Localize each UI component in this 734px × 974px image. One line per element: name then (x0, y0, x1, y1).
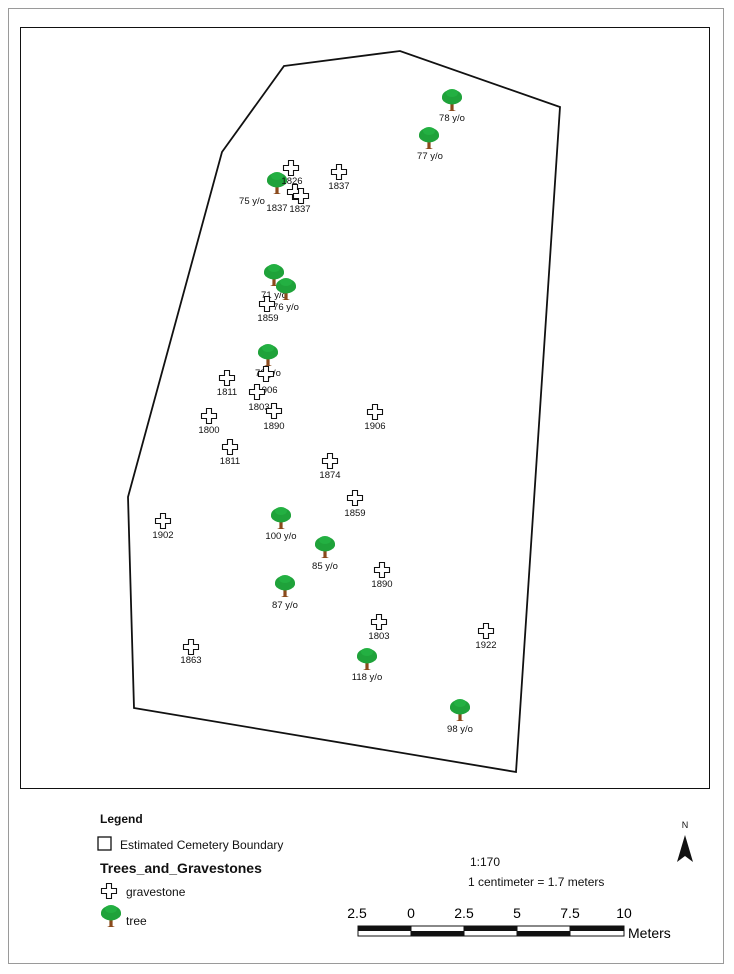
north-label: N (682, 820, 689, 830)
legend-boundary-label: Estimated Cemetery Boundary (120, 838, 284, 852)
scale-ratio: 1:170 (470, 855, 501, 869)
gravestone-legend-symbol (100, 882, 118, 900)
scale-bar (357, 925, 625, 937)
gravestone-label: 1803 (368, 631, 389, 642)
tree-label: 98 y/o (447, 724, 473, 735)
gravestone-label: 1826 (281, 176, 302, 187)
tree-label: 118 y/o (352, 672, 382, 683)
tree-symbol (271, 507, 291, 529)
gravestone-label: 1890 (263, 421, 284, 432)
tree-label: 78 y/o (439, 113, 465, 124)
tree-symbol (315, 536, 335, 558)
scale-tick-label: 5 (513, 905, 521, 921)
boundary-legend-swatch (97, 836, 112, 851)
gravestone-symbol (182, 638, 200, 656)
gravestone-symbol (366, 403, 384, 421)
gravestone-label: 1906 (364, 421, 385, 432)
gravestone-symbol (321, 452, 339, 470)
gravestone-label: 1837 (328, 181, 349, 192)
gravestone-symbol (218, 369, 236, 387)
tree-symbol (419, 127, 439, 149)
gravestone-symbol (477, 622, 495, 640)
tree-legend-symbol (101, 905, 121, 927)
page-frame (8, 8, 724, 964)
scale-unit: Meters (628, 925, 671, 941)
gravestone-symbol (154, 512, 172, 530)
tree-symbol (442, 89, 462, 111)
north-arrow-icon (677, 835, 693, 862)
gravestone-label: 1800 (198, 425, 219, 436)
tree-symbol (357, 648, 377, 670)
gravestone-label: 1874 (319, 470, 340, 481)
gravestone-label: 1811 (217, 387, 237, 398)
gravestone-label: 1902 (152, 530, 173, 541)
scale-tick-label: 10 (616, 905, 632, 921)
legend-title: Legend (100, 812, 143, 826)
scale-tick-label: 7.5 (560, 905, 580, 921)
gravestone-label: 1890 (371, 579, 392, 590)
gravestone-symbol (330, 163, 348, 181)
gravestone-label: 1811 (220, 456, 240, 467)
gravestone-symbol (346, 489, 364, 507)
tree-symbol (450, 699, 470, 721)
gravestones-layer: 1826 1837 1837 1837 1859 1811 1906 1803 … (152, 159, 497, 666)
tree-label: 85 y/o (312, 561, 338, 572)
gravestone-label: 1863 (180, 655, 201, 666)
gravestone-label: 1859 (344, 508, 365, 519)
gravestone-symbol (373, 561, 391, 579)
tree-label: 71 y/o (261, 290, 287, 301)
tree-label: 76 y/o (273, 302, 299, 313)
scale-tick-label: 2.5 (454, 905, 474, 921)
tree-symbol (258, 344, 278, 366)
legend-gravestone-label: gravestone (126, 885, 186, 899)
gravestone-symbol (370, 613, 388, 631)
scale-tick-label: 2.5 (347, 905, 367, 921)
tree-label: 75 y/o (239, 196, 265, 207)
gravestone-label: 1837 (266, 203, 287, 214)
gravestone-label: 1803 (248, 402, 269, 413)
gravestone-symbol (200, 407, 218, 425)
tree-label: 100 y/o (265, 531, 296, 542)
gravestone-symbol (221, 438, 239, 456)
gravestone-label: 1837 (289, 204, 310, 215)
legend-layer-title: Trees_and_Gravestones (100, 860, 262, 876)
gravestone-label: 1859 (257, 313, 278, 324)
gravestone-symbol (282, 159, 300, 177)
tree-symbol (275, 575, 295, 597)
cemetery-boundary (127, 50, 561, 774)
gravestone-label: 1906 (256, 385, 277, 396)
map-frame (20, 27, 710, 789)
legend-tree-label: tree (126, 914, 147, 928)
gravestone-label: 1922 (475, 640, 496, 651)
scale-tick-label: 0 (407, 905, 415, 921)
scale-note: 1 centimeter = 1.7 meters (468, 875, 605, 889)
tree-label: 77 y/o (417, 151, 443, 162)
tree-label: 87 y/o (272, 600, 298, 611)
